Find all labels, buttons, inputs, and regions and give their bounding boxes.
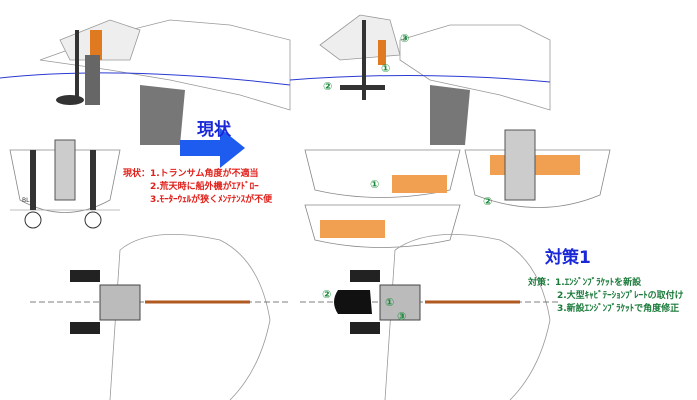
baseline-label: BL [22, 197, 30, 204]
current-issue-1: 現状：1.トランサム角度が不適当 [123, 169, 259, 179]
keel-skeg-right [430, 85, 470, 145]
marker-3-plan: ③ [397, 310, 407, 323]
current-issue-2: 2.荒天時に船外機がｴｱﾄﾞﾛｰ [150, 182, 259, 192]
marker-2-section: ② [483, 195, 493, 208]
countermeasure-2: 2.大型ｷｬﾋﾞﾃｰｼｮﾝﾌﾟﾚｰﾄの取付け [557, 291, 684, 301]
cavitation-plate [392, 175, 447, 193]
marker-3-side: ③ [400, 32, 410, 45]
countermeasure-1: 対策：1.ｴﾝｼﾞﾝﾌﾞﾗｹｯﾄを新設 [528, 278, 642, 288]
marker-2-side: ② [323, 80, 333, 93]
hull-plan-countermeasure [300, 233, 560, 400]
hull-plan-current [30, 233, 290, 400]
countermeasure-3: 3.新設ｴﾝｼﾞﾝﾌﾞﾗｹｯﾄで角度修正 [557, 304, 680, 314]
current-heading: 現状 [197, 120, 231, 140]
waterline-right [289, 74, 551, 83]
marker-1-plan: ① [385, 296, 395, 309]
marker-2-plan: ② [322, 288, 332, 301]
current-issue-3: 3.ﾓｰﾀｰｳｪﾙが狭くﾒﾝﾃﾅﾝｽが不便 [150, 195, 273, 205]
waterline-left [0, 72, 291, 86]
marker-1-side: ① [381, 62, 391, 75]
countermeasure-heading: 対策1 [545, 248, 591, 268]
keel-skeg-left [140, 85, 185, 145]
marker-1-section: ① [370, 178, 380, 191]
outboard-motor-left [75, 30, 79, 100]
hull-section-current [9, 149, 121, 213]
arrow-icon [180, 128, 245, 168]
